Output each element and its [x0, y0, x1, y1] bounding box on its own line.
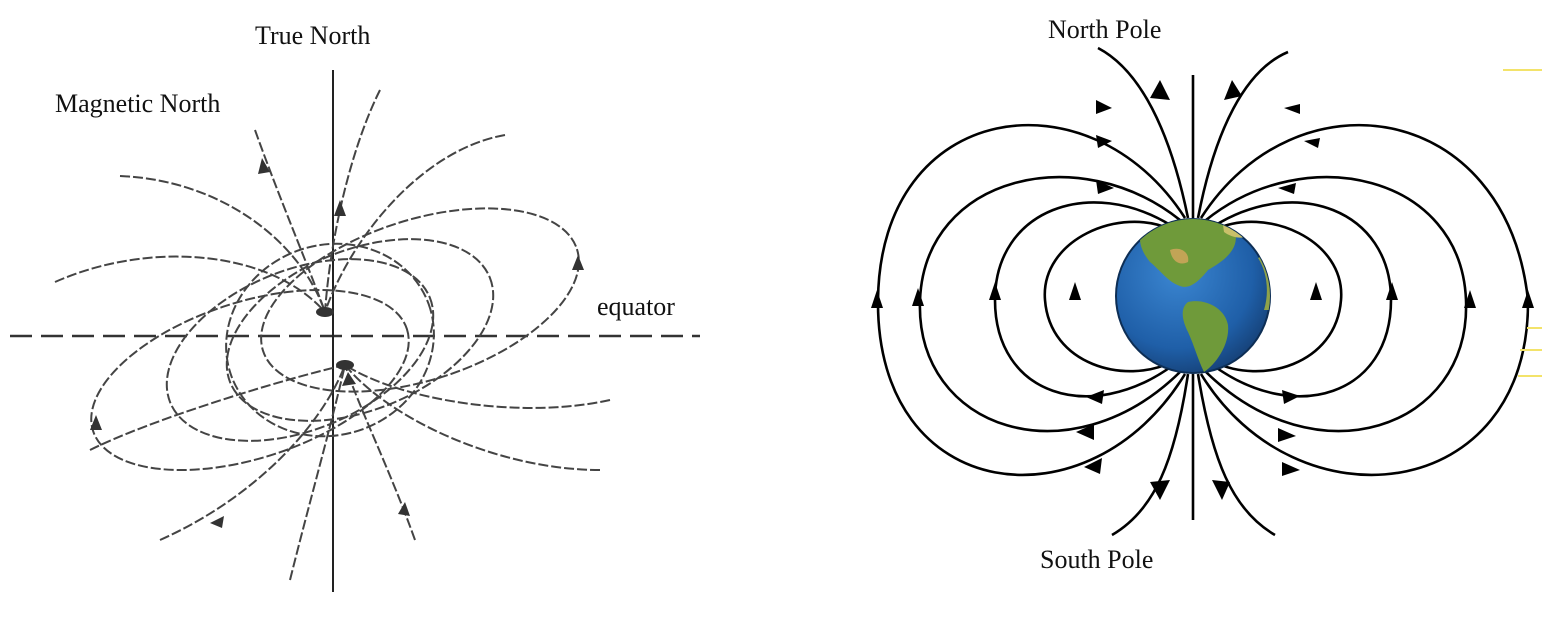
left-arrowhead — [258, 158, 270, 174]
left-arrowhead — [210, 516, 224, 528]
right-arrowhead — [1096, 100, 1112, 114]
right-field-loop — [1213, 220, 1343, 373]
right-field-line — [1111, 373, 1190, 537]
right-arrowhead — [1310, 282, 1322, 300]
right-field-line — [1196, 50, 1289, 219]
left-field-loop — [90, 288, 410, 472]
right-arrowhead — [1224, 80, 1242, 100]
left-diagram: True North Magnetic North equator — [10, 21, 700, 592]
left-arrowhead — [334, 200, 346, 216]
left-arrowhead — [342, 372, 356, 386]
left-arrowhead — [90, 415, 102, 430]
magnetic-pole-marker — [336, 360, 354, 370]
right-arrowhead — [1278, 428, 1296, 442]
right-field-line — [1196, 373, 1276, 537]
right-field-line — [1097, 46, 1190, 219]
left-arrowheads — [90, 158, 584, 528]
right-arrowhead — [1150, 80, 1170, 100]
left-field-line — [344, 364, 601, 471]
left-field-line — [344, 364, 611, 409]
true-north-label: True North — [255, 21, 370, 50]
right-arrowhead — [1278, 183, 1296, 194]
left-arrowhead — [572, 255, 584, 270]
south-america-landmass — [1182, 301, 1229, 372]
right-field-loop — [1205, 175, 1468, 433]
right-arrowhead — [1150, 480, 1170, 500]
right-arrowhead — [1069, 282, 1081, 300]
right-arrowhead — [1076, 424, 1094, 440]
right-arrowhead — [871, 290, 883, 308]
right-arrowhead — [1464, 290, 1476, 308]
north-america-landmass — [1139, 219, 1236, 287]
left-arrowhead — [398, 502, 410, 516]
right-arrowhead — [1522, 290, 1534, 308]
left-field-line — [119, 175, 326, 313]
magnetic-pole-marker — [316, 307, 334, 317]
earth-globe — [1115, 218, 1271, 374]
right-arrowhead — [1282, 462, 1300, 476]
left-field-line — [54, 255, 326, 313]
right-field-loop — [1043, 220, 1173, 373]
right-arrowhead — [1086, 390, 1104, 404]
right-arrowhead — [1284, 104, 1300, 114]
left-field-line — [324, 89, 381, 313]
left-field-line — [254, 129, 326, 313]
left-field-line — [289, 364, 346, 581]
left-field-loop — [225, 242, 435, 438]
magnetic-north-label: Magnetic North — [55, 89, 220, 118]
right-arrowhead — [1282, 390, 1300, 404]
left-field-line — [89, 364, 346, 451]
right-arrowhead — [1386, 282, 1398, 300]
right-arrowhead — [1084, 458, 1102, 474]
left-field-loop — [260, 207, 580, 393]
edge-accent-marks — [1503, 69, 1542, 377]
right-arrowhead — [1096, 135, 1112, 148]
right-arrowhead — [989, 282, 1001, 300]
right-arrowhead — [1212, 480, 1230, 500]
left-field-lines — [54, 89, 611, 581]
left-field-line — [324, 134, 506, 313]
right-arrowhead — [912, 288, 924, 306]
desert-region — [1170, 248, 1189, 264]
right-diagram: North Pole South Pole — [871, 15, 1542, 574]
right-arrowheads — [871, 80, 1534, 500]
right-arrowhead — [1096, 180, 1114, 194]
equator-label: equator — [597, 292, 675, 321]
north-pole-label: North Pole — [1048, 15, 1161, 44]
south-pole-label: South Pole — [1040, 545, 1153, 574]
right-arrowhead — [1304, 138, 1320, 148]
